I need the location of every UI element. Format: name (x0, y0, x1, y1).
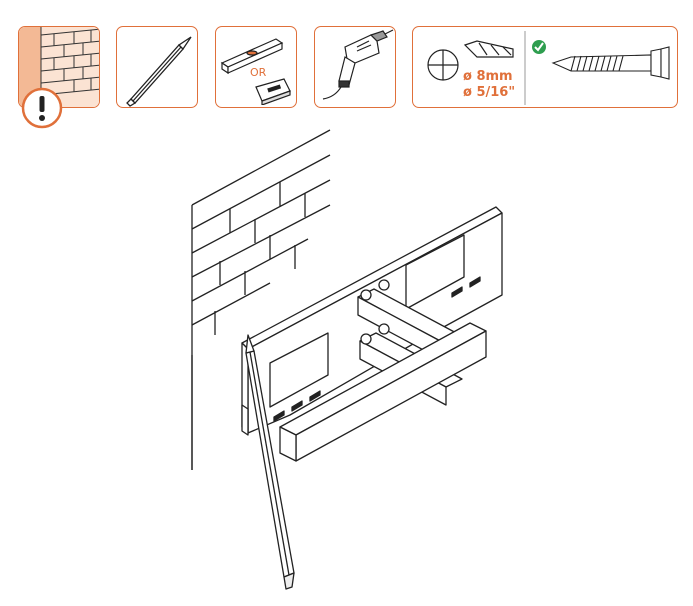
mount-arms (279, 279, 487, 462)
level-panel: OR (215, 26, 297, 108)
stud-finder-icon (255, 78, 291, 105)
check-icon (532, 40, 546, 54)
pencil-icon (126, 36, 192, 107)
brick-wall (191, 129, 331, 470)
drill-panel (314, 26, 396, 108)
drill-icon (322, 29, 394, 100)
drill-size-imperial: ø 5/16" (463, 85, 516, 100)
level-icon (220, 38, 284, 75)
drill-bit-icon (463, 40, 514, 58)
drill-size-metric: ø 8mm (463, 69, 513, 84)
lag-bolt-icon (551, 46, 670, 80)
or-label: OR (250, 66, 267, 79)
pencil (245, 334, 295, 590)
specs-panel: ø 8mm ø 5/16" (412, 26, 678, 108)
warning-icon (21, 87, 63, 129)
pencil-panel (116, 26, 198, 108)
specs-graphics (427, 31, 670, 105)
mount-marking-illustration (191, 129, 503, 590)
